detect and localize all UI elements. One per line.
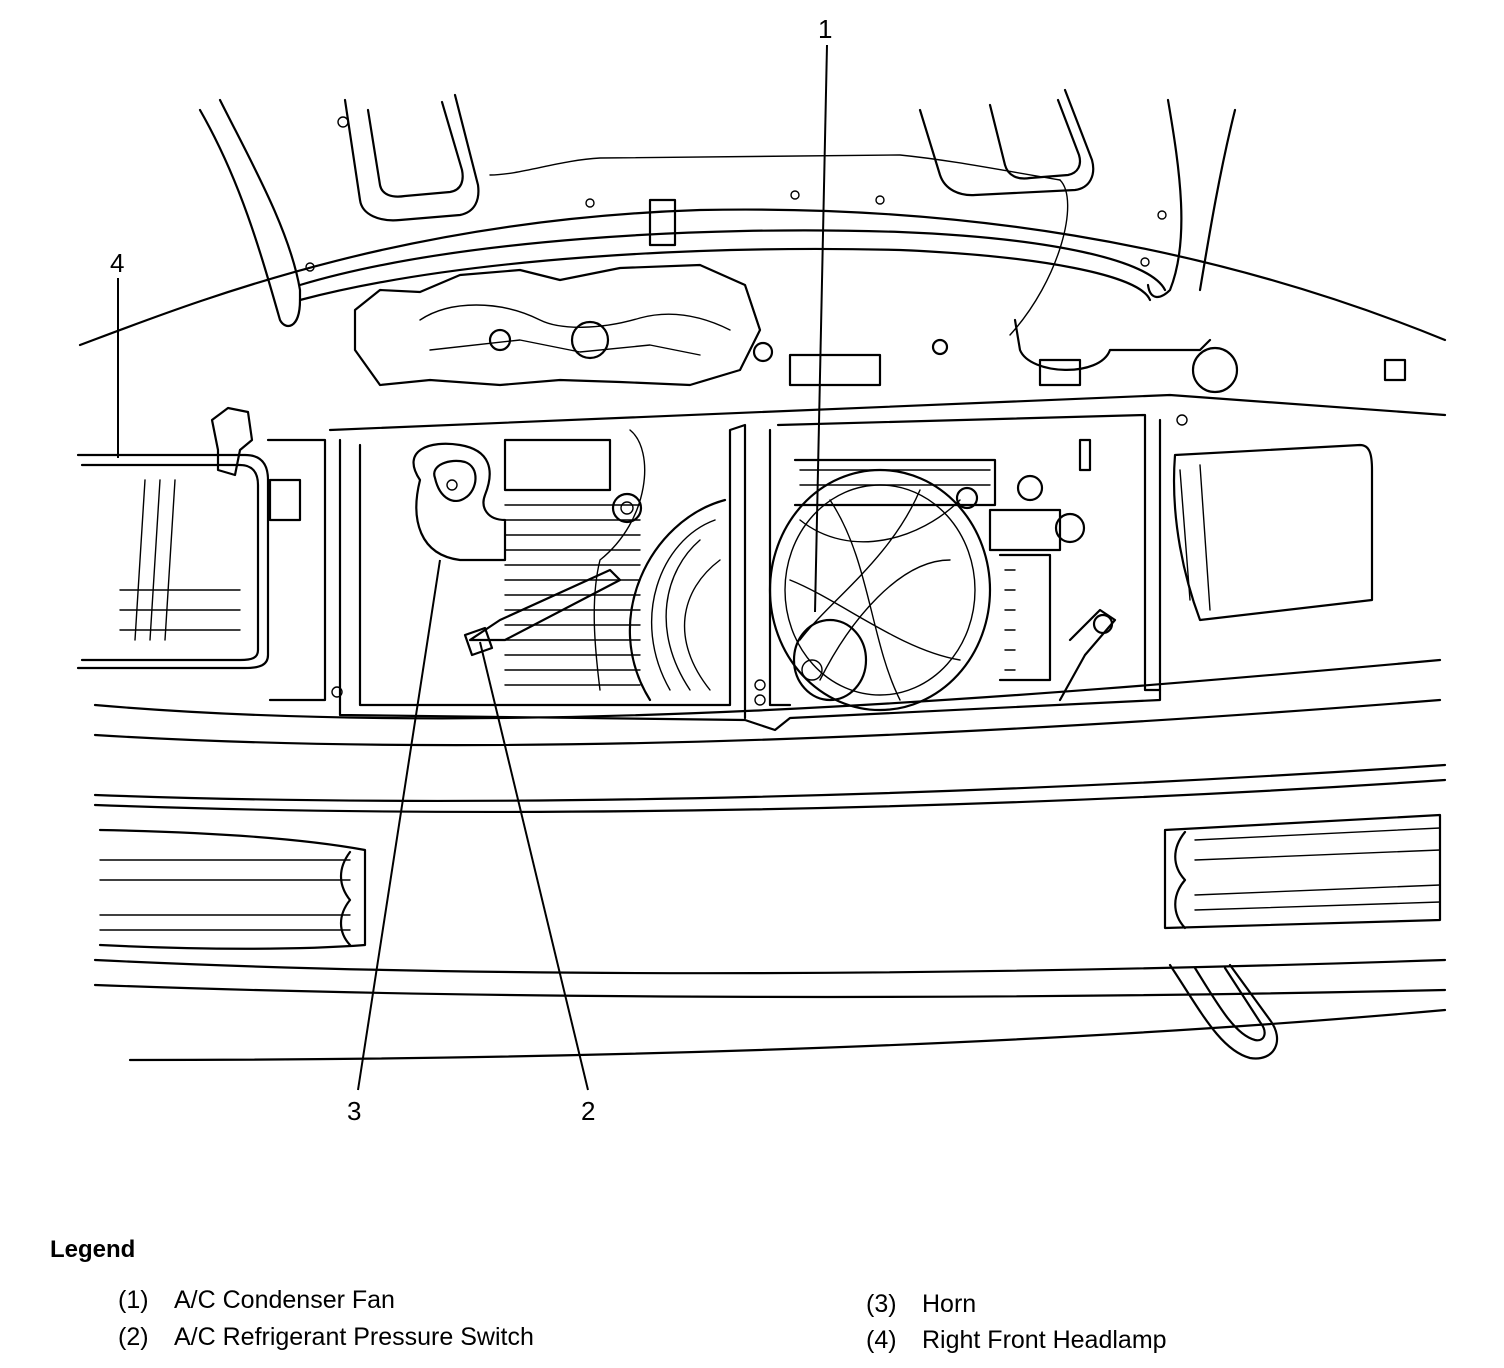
leader-1 (814, 44, 828, 613)
legend-item-label: Horn (922, 1290, 977, 1318)
callout-3: 3 (347, 1096, 362, 1126)
legend-item-3: (3) Horn (866, 1290, 976, 1319)
legend-item-2: (2) A/C Refrigerant Pressure Switch (118, 1323, 534, 1352)
callout-2: 2 (581, 1096, 596, 1126)
callout-leaders (117, 44, 828, 1091)
legend-item-label: A/C Refrigerant Pressure Switch (174, 1323, 534, 1351)
legend-item-number: (4) (866, 1326, 897, 1354)
upper-body-outline (78, 116, 1447, 347)
horn (412, 442, 507, 562)
right-side-hardware (988, 438, 1117, 702)
legend-title: Legend (50, 1236, 136, 1263)
condenser-fan (768, 458, 997, 712)
callout-1: 1 (818, 14, 833, 44)
legend-item-label: A/C Condenser Fan (174, 1286, 395, 1314)
legend-item-number: (3) (866, 1290, 897, 1318)
leader-3 (357, 559, 441, 1091)
leader-2 (479, 641, 589, 1091)
headlamp (76, 406, 327, 702)
callout-4: 4 (110, 248, 125, 278)
radiator-support (328, 393, 1447, 732)
hood-hinges (198, 88, 1237, 328)
front-bumper (93, 658, 1447, 1062)
legend-item-number: (1) (118, 1286, 149, 1314)
legend-item-4: (4) Right Front Headlamp (866, 1326, 1167, 1355)
legend-item-number: (2) (118, 1323, 149, 1351)
engine-components (353, 263, 1407, 394)
condenser-left (463, 429, 646, 691)
legend-item-label: Right Front Headlamp (922, 1326, 1167, 1354)
legend-item-1: (1) A/C Condenser Fan (118, 1286, 395, 1315)
right-fender-opening (1172, 443, 1374, 622)
engine-bay-illustration: 1 4 3 2 (76, 14, 1447, 1126)
condenser-fan-left (628, 498, 727, 702)
